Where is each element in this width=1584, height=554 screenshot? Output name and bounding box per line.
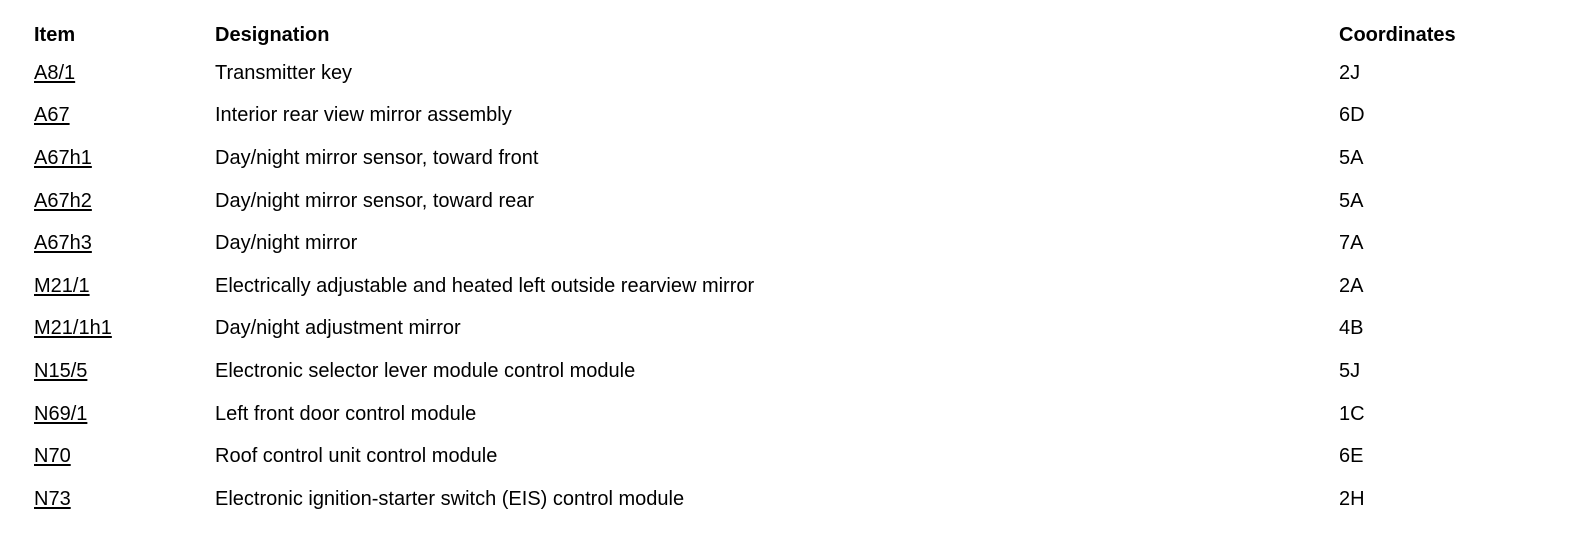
item-cell: N15/5 bbox=[34, 350, 215, 393]
designation-cell: Day/night adjustment mirror bbox=[215, 317, 461, 340]
designation-cell: Roof control unit control module bbox=[215, 445, 498, 468]
item-link[interactable]: A8/1 bbox=[34, 61, 76, 84]
item-link[interactable]: N70 bbox=[34, 445, 71, 468]
coordinates-cell: 5A bbox=[1339, 146, 1364, 169]
table-row: N73 Electronic ignition-starter switch (… bbox=[34, 478, 1554, 521]
designation-cell: Left front door control module bbox=[215, 402, 477, 425]
designation-cell: Day/night mirror sensor, toward rear bbox=[215, 189, 535, 212]
table-row: M21/1h1 Day/night adjustment mirror 4B bbox=[34, 308, 1554, 351]
designation-cell: Electronic ignition-starter switch (EIS)… bbox=[215, 487, 685, 510]
table-row: A67h2 Day/night mirror sensor, toward re… bbox=[34, 180, 1554, 223]
coordinates-cell: 5A bbox=[1339, 189, 1364, 212]
table-row: A67h3 Day/night mirror 7A bbox=[34, 222, 1554, 265]
item-link[interactable]: A67h1 bbox=[34, 146, 92, 169]
item-link[interactable]: A67h3 bbox=[34, 232, 92, 255]
coordinates-cell: 2J bbox=[1339, 61, 1361, 84]
column-header-coordinates: Coordinates bbox=[1339, 23, 1456, 46]
item-link[interactable]: A67h2 bbox=[34, 189, 92, 212]
item-link[interactable]: A67 bbox=[34, 104, 70, 127]
table-row: N69/1 Left front door control module 1C bbox=[34, 393, 1554, 436]
item-cell: A8/1 bbox=[34, 52, 215, 95]
coordinates-cell: 6E bbox=[1339, 445, 1364, 468]
item-cell: N69/1 bbox=[34, 393, 215, 436]
item-cell: M21/1h1 bbox=[34, 308, 215, 351]
item-cell: M21/1 bbox=[34, 265, 215, 308]
designation-cell: Day/night mirror sensor, toward front bbox=[215, 146, 539, 169]
table-row: N70 Roof control unit control module 6E bbox=[34, 435, 1554, 478]
coordinates-cell: 2A bbox=[1339, 274, 1364, 297]
item-link[interactable]: N15/5 bbox=[34, 359, 88, 382]
coordinates-cell: 6D bbox=[1339, 104, 1365, 127]
item-link[interactable]: N69/1 bbox=[34, 402, 88, 425]
coordinates-cell: 1C bbox=[1339, 402, 1365, 425]
coordinates-cell: 5J bbox=[1339, 359, 1361, 382]
table-row: M21/1 Electrically adjustable and heated… bbox=[34, 265, 1554, 308]
designation-cell: Day/night mirror bbox=[215, 232, 358, 255]
item-cell: A67h2 bbox=[34, 180, 215, 223]
column-header-designation: Designation bbox=[215, 23, 330, 46]
item-link[interactable]: N73 bbox=[34, 487, 71, 510]
designation-cell: Electronic selector lever module control… bbox=[215, 359, 636, 382]
column-header-item: Item bbox=[34, 23, 76, 46]
item-cell: N70 bbox=[34, 435, 215, 478]
designation-cell: Transmitter key bbox=[215, 61, 353, 84]
item-cell: A67h3 bbox=[34, 222, 215, 265]
coordinates-cell: 7A bbox=[1339, 232, 1364, 255]
component-legend-table: Item Designation Coordinates A8/1 Transm… bbox=[34, 18, 1554, 521]
item-cell: N73 bbox=[34, 478, 215, 521]
table-body: A8/1 Transmitter key 2J A67 Interior rea… bbox=[34, 52, 1554, 521]
item-cell: A67 bbox=[34, 95, 215, 138]
table-row: N15/5 Electronic selector lever module c… bbox=[34, 350, 1554, 393]
designation-cell: Interior rear view mirror assembly bbox=[215, 104, 512, 127]
item-link[interactable]: M21/1 bbox=[34, 274, 90, 297]
coordinates-cell: 4B bbox=[1339, 317, 1364, 340]
table-row: A8/1 Transmitter key 2J bbox=[34, 52, 1554, 95]
table-header: Item Designation Coordinates bbox=[34, 18, 1554, 52]
item-link[interactable]: M21/1h1 bbox=[34, 317, 112, 340]
header-row: Item Designation Coordinates bbox=[34, 18, 1554, 52]
table-row: A67h1 Day/night mirror sensor, toward fr… bbox=[34, 137, 1554, 180]
coordinates-cell: 2H bbox=[1339, 487, 1365, 510]
designation-cell: Electrically adjustable and heated left … bbox=[215, 274, 755, 297]
item-cell: A67h1 bbox=[34, 137, 215, 180]
table-row: A67 Interior rear view mirror assembly 6… bbox=[34, 95, 1554, 138]
